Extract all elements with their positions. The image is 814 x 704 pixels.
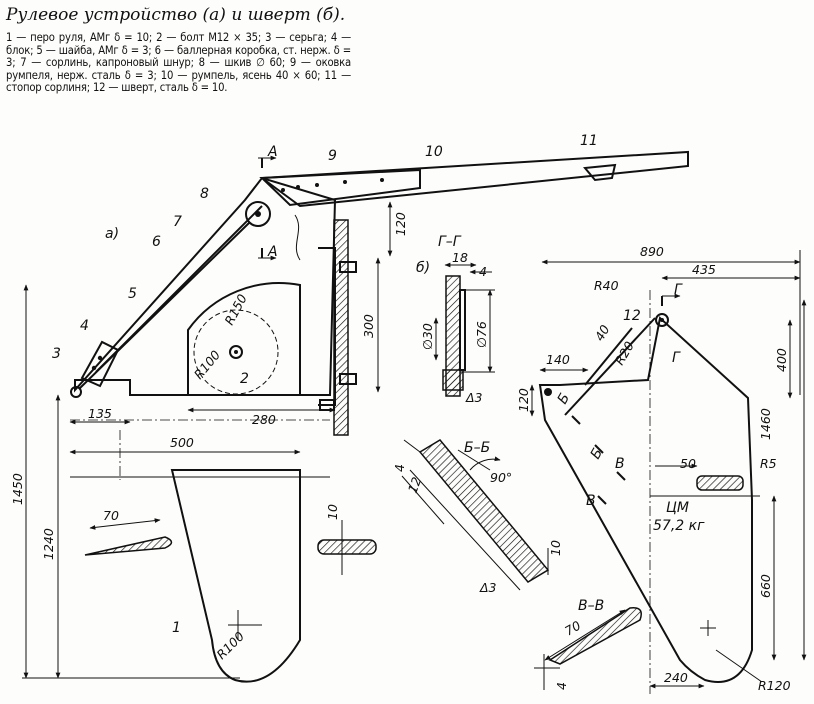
part-number-4: 4 — [80, 318, 89, 334]
part-number-9: 9 — [328, 148, 337, 164]
dim-70-left: 70 — [103, 508, 119, 523]
section-a-top: А — [267, 144, 278, 160]
dim-delta3-bb: Δ3 — [479, 580, 497, 595]
angle-90: 90° — [490, 470, 512, 485]
cut-v-right: В — [615, 456, 625, 472]
view-b-label: б) — [416, 260, 430, 276]
section-a-bottom: А — [267, 244, 278, 260]
dim-12-bb: 12 — [405, 475, 425, 495]
dim-500: 500 — [170, 435, 194, 450]
centerboard — [529, 250, 807, 694]
dim-280: 280 — [252, 412, 276, 427]
shackle — [70, 386, 82, 398]
section-vv-title: В–В — [578, 598, 604, 614]
dim-40: 40 — [592, 322, 613, 343]
dim-r120: R120 — [758, 678, 791, 693]
dim-300: 300 — [361, 314, 376, 338]
board-edge-section — [696, 475, 744, 491]
section-marker-a — [258, 155, 277, 261]
dim-1240: 1240 — [41, 528, 56, 560]
part-number-10: 10 — [425, 144, 443, 160]
blade-thickness-section — [317, 539, 377, 555]
dim-r100-blade: R100 — [214, 628, 248, 662]
dim-400: 400 — [774, 348, 789, 372]
section-bb-title: Б–Б — [464, 440, 490, 456]
rudder-blade — [170, 469, 301, 683]
part-number-7: 7 — [173, 214, 182, 230]
dim-10-bb: 10 — [548, 540, 563, 556]
dim-10-left: 10 — [325, 504, 340, 520]
dim-50: 50 — [680, 456, 696, 471]
part-number-8: 8 — [200, 186, 209, 202]
dim-890: 890 — [640, 244, 664, 259]
dim-1460: 1460 — [758, 408, 773, 440]
sheave — [245, 201, 271, 227]
rudder-assembly — [22, 150, 689, 683]
dim-1450: 1450 — [10, 473, 25, 505]
section-gg-title: Г–Г — [438, 234, 462, 250]
part-number-11: 11 — [580, 133, 598, 149]
center-of-mass-label: ЦМ — [666, 500, 689, 516]
dim-d76: ∅76 — [474, 321, 489, 348]
figure-caption: Рулевое устройство (а) и шверт (б). 1 — … — [6, 4, 351, 95]
block — [80, 340, 120, 388]
dim-r5: R5 — [760, 456, 777, 471]
part-number-3: 3 — [52, 346, 61, 362]
center-of-mass-value: 57,2 кг — [653, 518, 705, 534]
tiller-fitting — [259, 168, 421, 207]
dim-delta3: Δ3 — [465, 390, 483, 405]
transom-section — [333, 219, 349, 436]
fitting-rivets — [281, 178, 384, 192]
dim-240: 240 — [664, 670, 688, 685]
rudder-stock-box — [74, 176, 337, 396]
caption-title: Рулевое устройство (а) и шверт (б). — [6, 5, 346, 25]
cut-v-left: В — [586, 493, 596, 509]
dim-r100: R100 — [191, 347, 223, 382]
cut-g-bottom: Г — [672, 350, 681, 366]
cut-b-top: Б — [555, 391, 574, 407]
dim-135: 135 — [88, 406, 112, 421]
pivot-hole — [655, 313, 669, 327]
dim-4-bb: 4 — [392, 464, 407, 472]
blade-profile-section — [84, 536, 173, 556]
lanyard-stopper — [583, 163, 617, 182]
section-g-g — [433, 262, 495, 397]
section-v-v — [534, 607, 642, 690]
dim-70-vv: 70 — [562, 618, 583, 639]
dim-18: 18 — [452, 250, 468, 265]
dim-4-vv: 4 — [554, 682, 569, 690]
dim-140: 140 — [546, 352, 570, 367]
pivot-bolt — [229, 345, 243, 359]
cut-g-top: Г — [674, 282, 683, 298]
part-number-1: 1 — [172, 620, 181, 636]
tiller — [259, 150, 689, 208]
dim-660: 660 — [758, 574, 773, 598]
caption-legend: 1 — перо руля, АМг δ = 10; 2 — болт М12 … — [6, 31, 351, 95]
cheek-washer — [187, 282, 301, 396]
section-b-b — [401, 439, 550, 591]
dim-120-tiller: 120 — [393, 212, 408, 236]
part-number-2: 2 — [240, 371, 249, 387]
dim-4: 4 — [479, 264, 487, 279]
part-number-6: 6 — [152, 234, 161, 250]
dim-120-b: 120 — [516, 388, 531, 412]
centerboard-outline — [538, 316, 753, 683]
part-number-12: 12 — [623, 308, 641, 324]
part-number-5: 5 — [128, 286, 137, 302]
dim-435: 435 — [692, 262, 716, 277]
dim-d30: ∅30 — [420, 323, 435, 350]
dim-r40: R40 — [594, 278, 619, 293]
view-a-label: а) — [105, 226, 119, 242]
